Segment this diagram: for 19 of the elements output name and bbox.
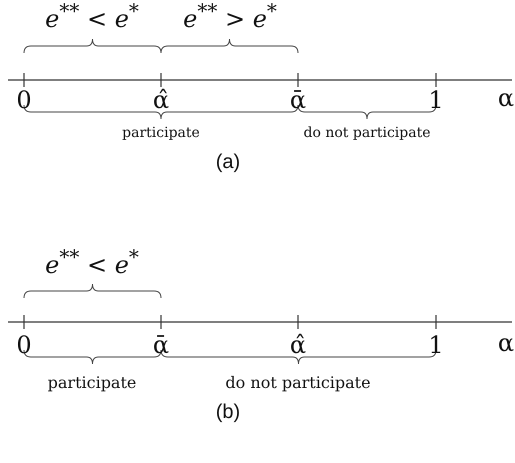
tick-label: ᾱ <box>152 333 170 357</box>
axis-label: α <box>498 331 514 355</box>
tick-label: 1 <box>428 88 444 112</box>
tick-label: α̂ <box>152 88 170 112</box>
math-label: e$^{**}$ < e$^{*}$ <box>45 247 139 277</box>
panel-label: (a) <box>216 152 240 172</box>
region-label: do not participate <box>304 126 430 140</box>
tick-label: 1 <box>428 333 444 357</box>
tick-label: ᾱ <box>290 88 306 112</box>
region-label: participate <box>122 126 200 140</box>
tick-label: 0 <box>16 333 32 357</box>
tick-label: α̂ <box>290 333 306 357</box>
region-label: participate <box>48 375 136 391</box>
axis-label: α <box>498 86 514 110</box>
panel-label: (b) <box>216 402 240 422</box>
region-label: do not participate <box>225 375 371 391</box>
tick-label: 0 <box>16 88 32 112</box>
math-label: e$^{**}$ > e$^{*}$ <box>183 1 277 31</box>
math-label: e$^{**}$ < e$^{*}$ <box>45 1 139 31</box>
